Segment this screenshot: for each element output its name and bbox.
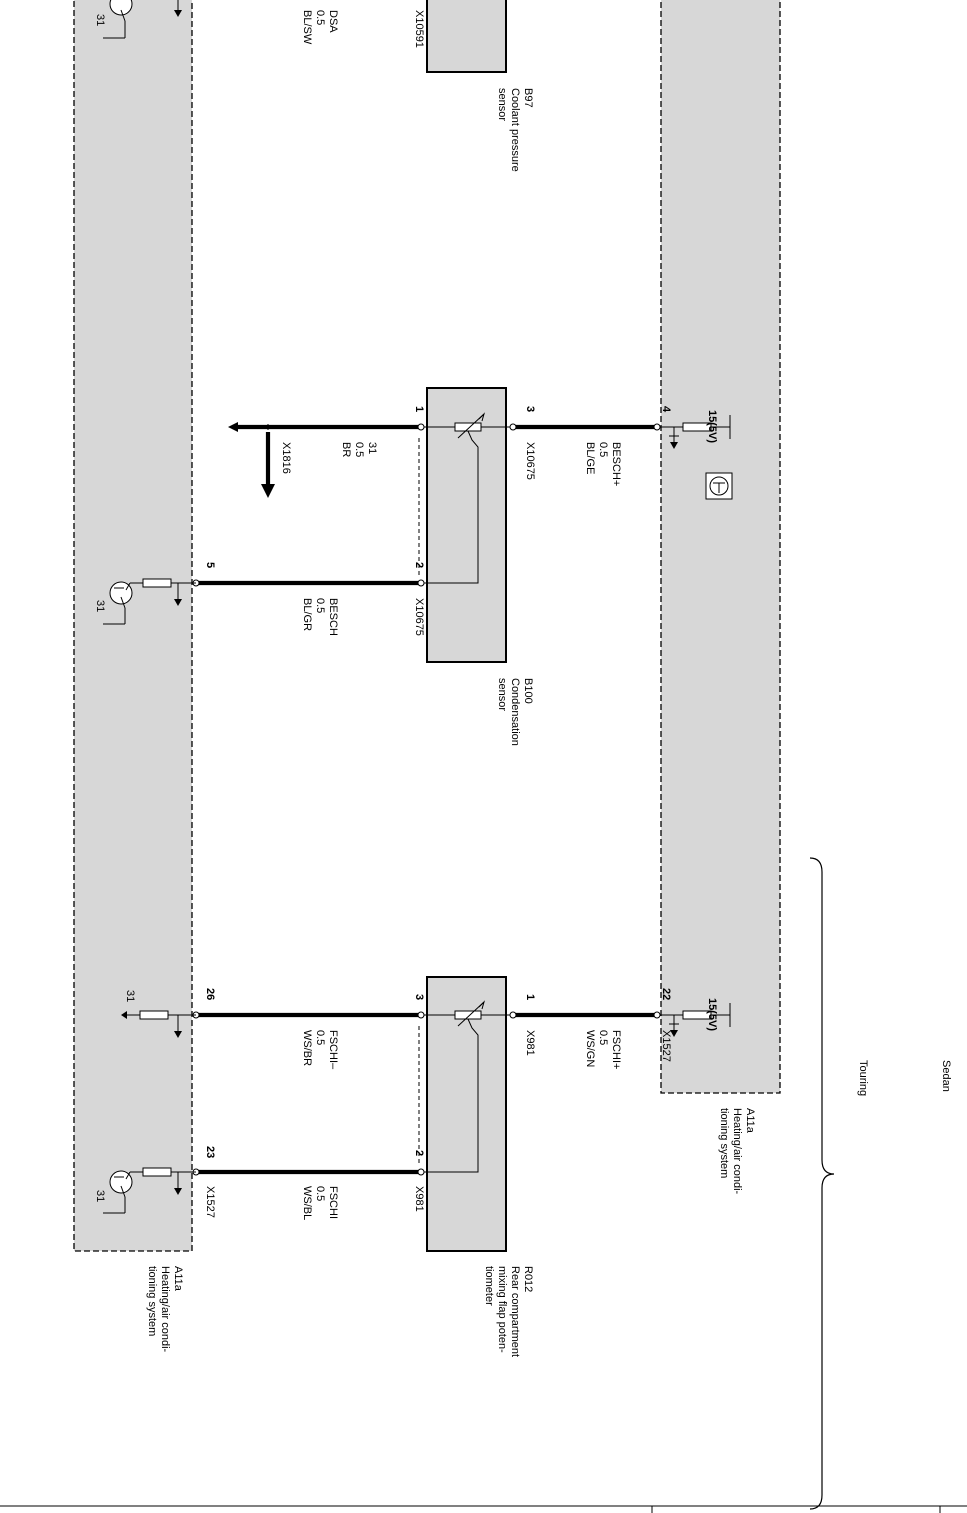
b100-connector-top: X10675 (524, 442, 536, 480)
coolant-pressure-sensor-box (426, 0, 507, 73)
right-a11a-name-2: tioning system (718, 1108, 730, 1178)
b97-name-2: sensor (496, 88, 508, 121)
ground-31-top: 31 (94, 14, 106, 26)
b97-name-1: Coolant pressure (509, 88, 521, 172)
fschi-minus-gauge: 0.5 (314, 1030, 326, 1045)
fschi-plus-gauge: 0.5 (597, 1030, 609, 1045)
fschi-plus-signal: FSCHI+ (610, 1030, 622, 1069)
ground-31-pin26: 31 (124, 990, 136, 1002)
b100-name-1: Condensation (509, 678, 521, 746)
r012-connector-bottom: X981 (413, 1186, 425, 1212)
besch-signal: BESCH (327, 598, 339, 636)
fschi-gauge: 0.5 (314, 1186, 326, 1201)
besch-gauge: 0.5 (314, 598, 326, 613)
dsa-gauge: 0.5 (314, 10, 326, 25)
a11a-connector-right: X1527 (660, 1030, 672, 1062)
b97-ref: B97 (522, 88, 534, 108)
r012-name-3: tiometer (483, 1266, 495, 1306)
ground-31-pin5: 31 (94, 600, 106, 612)
besch-plus-gauge: 0.5 (597, 442, 609, 457)
r012-ref: R012 (522, 1266, 534, 1292)
ground-connector: X1816 (280, 442, 292, 474)
ground-end-arrow-icon (228, 422, 238, 432)
pin-r012-1: 1 (524, 994, 536, 1000)
resistor-icon (121, 1010, 196, 1038)
left-a11a-name-1: Heating/air condi- (159, 1266, 171, 1353)
transistor-icon (103, 1167, 196, 1214)
a11a-connector-left: X1527 (204, 1186, 216, 1218)
right-a11a-ref: A11a (744, 1108, 756, 1134)
condensation-sensor-box (426, 387, 507, 663)
fschi-plus-color: WS/GN (584, 1030, 596, 1067)
potentiometer-icon (418, 1000, 513, 1173)
fschi-signal: FSCHI (327, 1186, 339, 1219)
fschi-color: WS/BL (301, 1186, 313, 1220)
pin-a11a-23: 23 (204, 1146, 216, 1158)
b100-connector-bottom: X10675 (413, 598, 425, 636)
supply-label-pin4: 15(5V) (706, 410, 718, 443)
supply-label-pin22: 15(5V) (706, 998, 718, 1031)
dsa-color: BL/SW (301, 10, 313, 45)
left-a11a-name-2: tioning system (146, 1266, 158, 1336)
hvac-module-right-box (660, 0, 781, 1094)
potentiometer-icon (418, 412, 513, 584)
besch-color: BL/GR (301, 598, 313, 631)
ground-31-pin23: 31 (94, 1190, 106, 1202)
ground-gauge: 0.5 (353, 442, 365, 457)
besch-plus-signal: BESCH+ (610, 442, 622, 486)
fschi-minus-color: WS/BR (301, 1030, 313, 1066)
right-a11a-name-1: Heating/air condi- (731, 1108, 743, 1195)
variant-sedan: Sedan (940, 1060, 952, 1092)
fschi-minus-signal: FSCHI– (327, 1030, 339, 1070)
pin-b100-3: 3 (524, 406, 536, 412)
left-a11a-ref: A11a (172, 1266, 184, 1292)
supply-resistor-pin4 (660, 415, 731, 449)
pin-a11a-22: 22 (660, 988, 672, 1000)
variant-touring: Touring (857, 1060, 869, 1096)
pin-r012-2: 2 (413, 1150, 425, 1156)
pin-a11a-26: 26 (204, 988, 216, 1000)
pin-r012-3: 3 (413, 994, 425, 1000)
mixing-flap-potentiometer-box (426, 976, 507, 1252)
r012-name-2: mixing flap poten- (496, 1266, 508, 1353)
hvac-module-left-box (73, 0, 193, 1252)
pin-b100-2: 2 (413, 562, 425, 568)
b100-ref: B100 (522, 678, 534, 704)
r012-name-1: Rear compartment (509, 1266, 521, 1357)
besch-plus-color: BL/GE (584, 442, 596, 474)
transistor-icon (103, 578, 196, 625)
pin-a11a-5: 5 (204, 562, 216, 568)
b100-name-2: sensor (496, 678, 508, 711)
pin-a11a-4: 4 (660, 406, 672, 413)
supply-resistor-pin22 (660, 1003, 731, 1037)
pin-b100-1: 1 (413, 406, 425, 412)
brace-icon (809, 857, 835, 1510)
b97-connector: X10591 (413, 10, 425, 48)
dsa-signal: DSA (327, 10, 339, 33)
transistor-icon (103, 0, 182, 39)
ground-signal: 31 (366, 442, 378, 454)
r012-connector-top: X981 (524, 1030, 536, 1056)
ground-color: BR (340, 442, 352, 457)
logic-symbol-icon (705, 472, 733, 500)
